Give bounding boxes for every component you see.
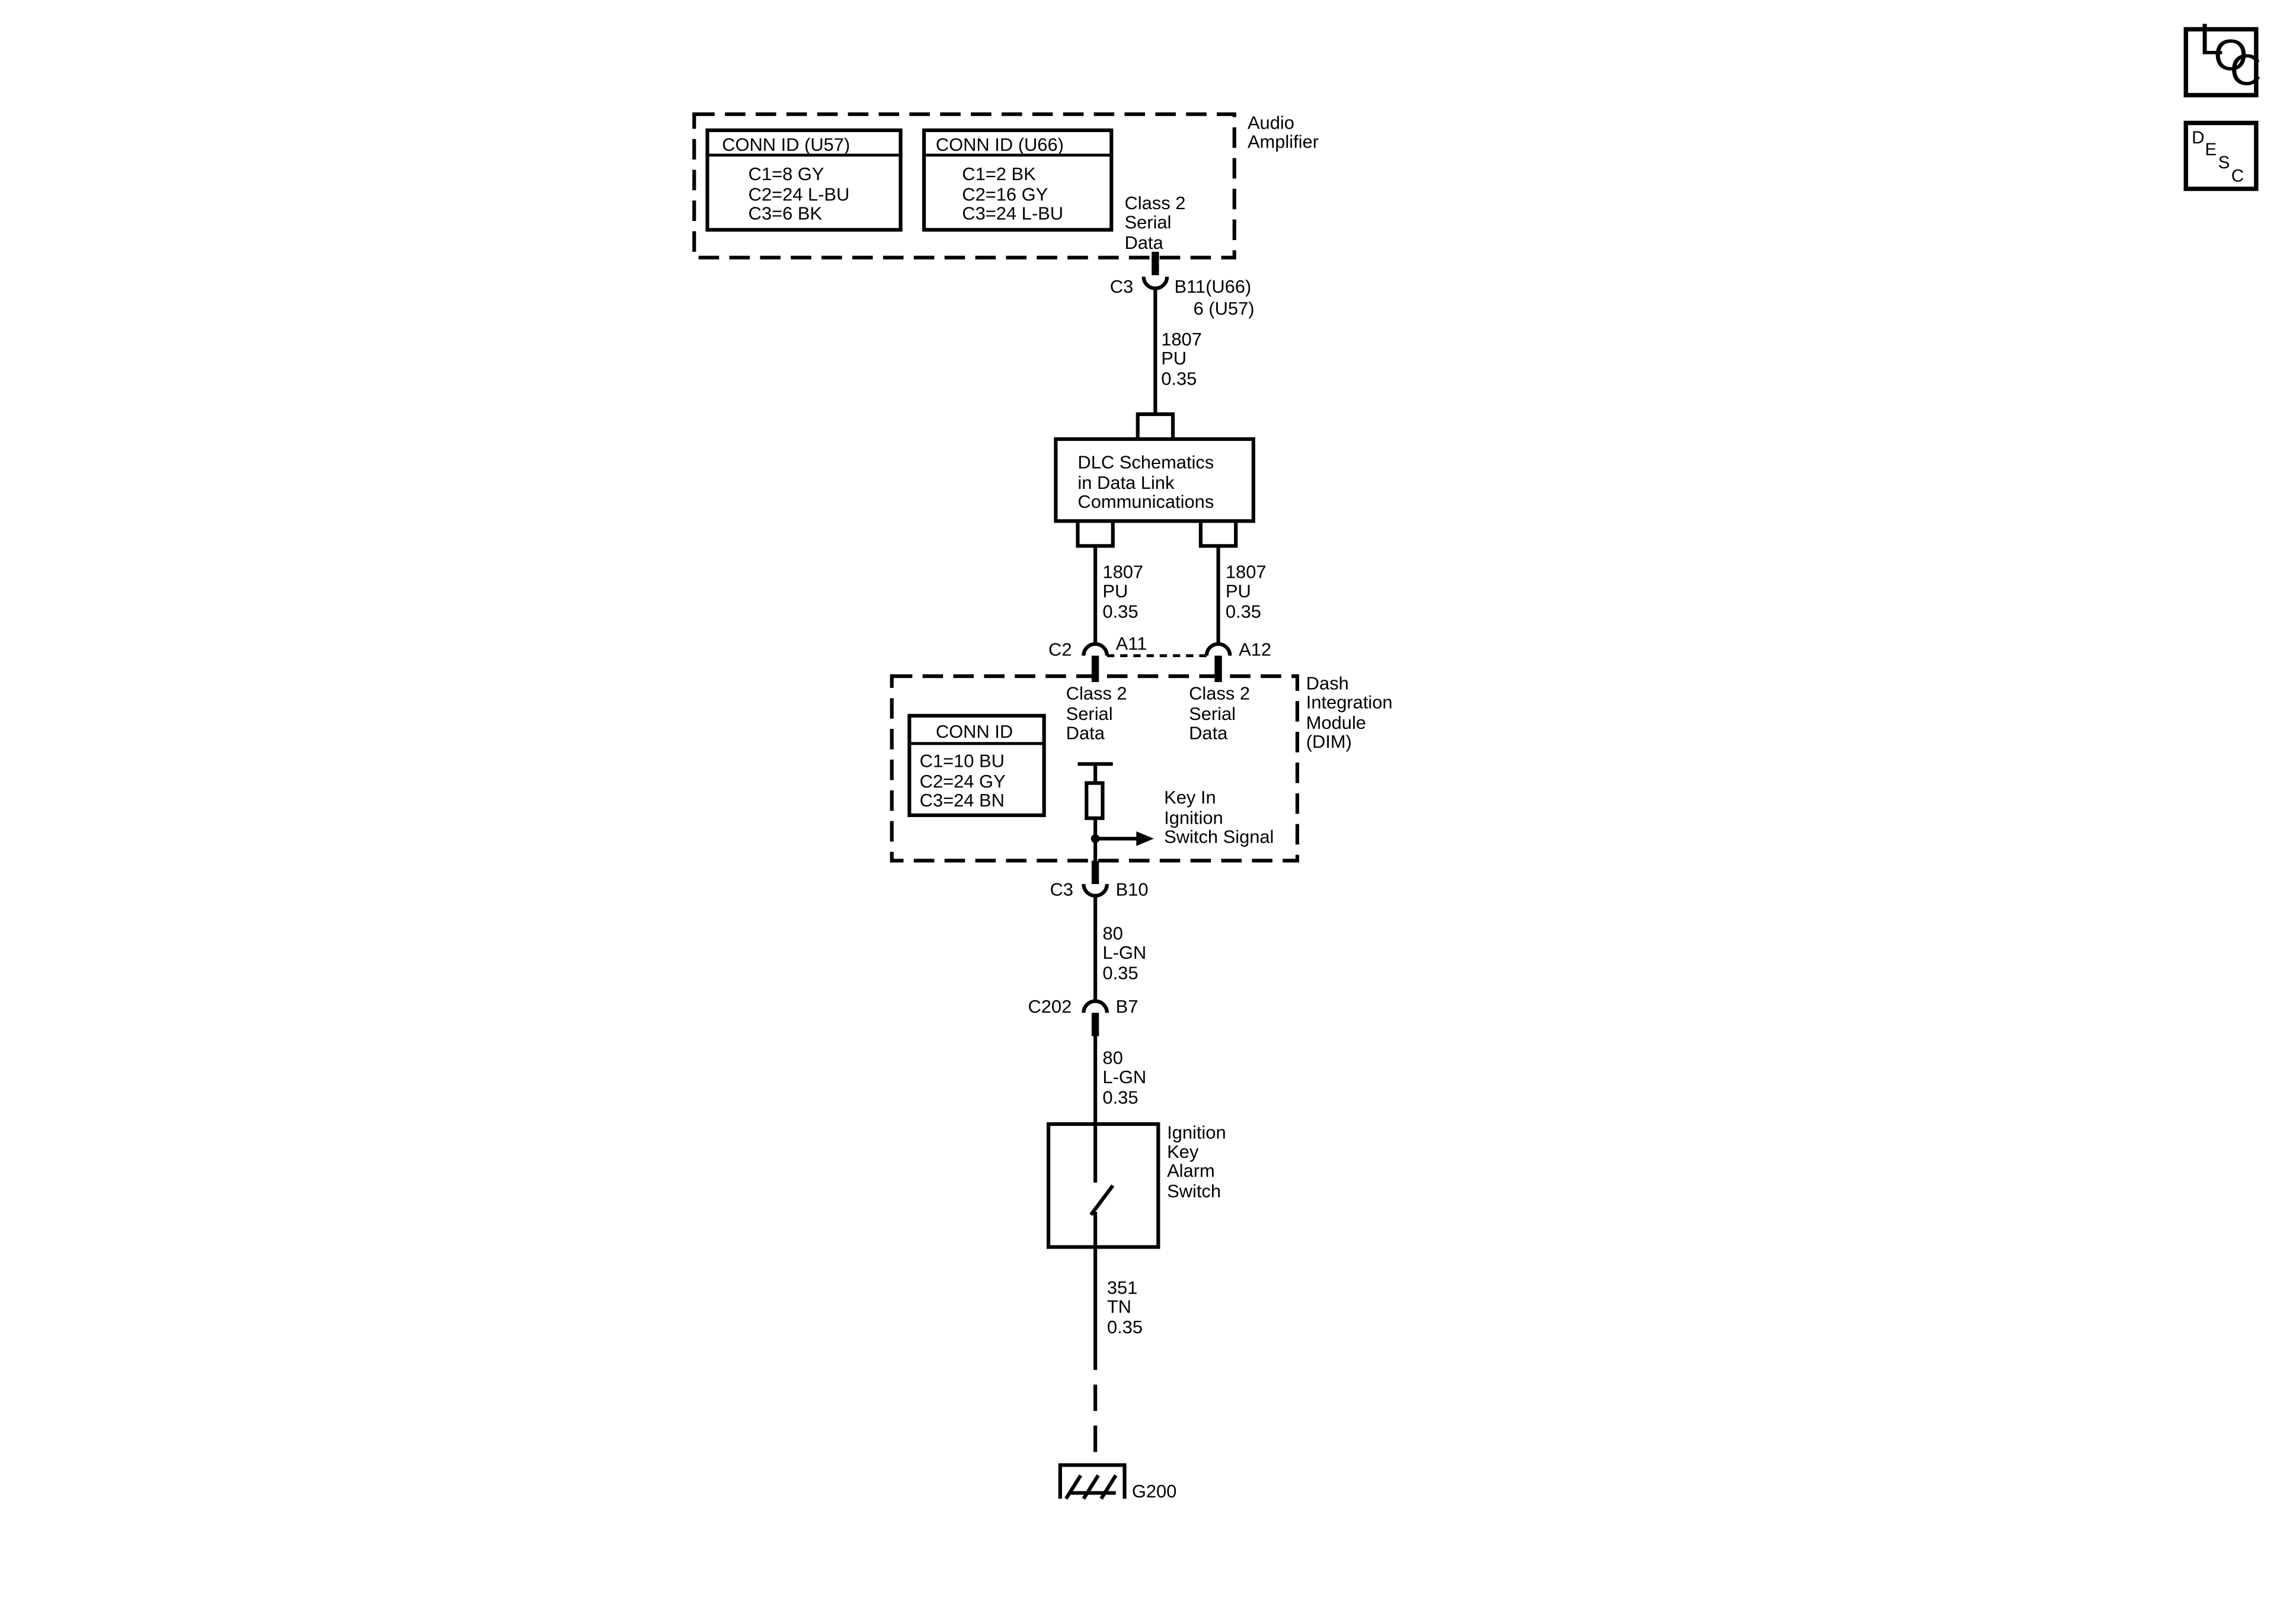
wire-label: 1807 xyxy=(1161,329,1202,350)
wire-label: 0.35 xyxy=(1102,601,1138,622)
dim-connector-c3: C3 B10 xyxy=(1050,860,1149,900)
conn-id-u66-line: C3=24 L-BU xyxy=(962,203,1063,224)
amp-signal-label: Serial xyxy=(1124,212,1171,232)
wire-label: 0.35 xyxy=(1161,369,1197,389)
wire-label: 0.35 xyxy=(1102,962,1138,983)
wire-80-lower: 80 L-GN 0.35 xyxy=(1093,1036,1146,1124)
svg-text:E: E xyxy=(2205,140,2217,159)
conn-id-u66-line: C2=16 GY xyxy=(962,184,1048,204)
dim-pin-label: A12 xyxy=(1239,639,1271,660)
svg-text:C: C xyxy=(2231,166,2244,185)
switch-label: Ignition xyxy=(1167,1122,1226,1143)
amp-signal-label: Data xyxy=(1124,232,1163,253)
wire-80-upper: 80 L-GN 0.35 xyxy=(1093,895,1146,1001)
wire-label: 0.35 xyxy=(1102,1087,1138,1108)
audio-amplifier-label-2: Amplifier xyxy=(1248,131,1319,152)
dlc-label: DLC Schematics xyxy=(1077,452,1214,472)
wire-label: 1807 xyxy=(1226,562,1267,582)
wire-label: L-GN xyxy=(1102,1067,1146,1087)
wire-label: 0.35 xyxy=(1107,1317,1143,1337)
key-in-pullup-circuit xyxy=(1077,762,1154,879)
dim-signal-right: Class 2 xyxy=(1189,683,1250,704)
wire-label: TN xyxy=(1107,1297,1131,1317)
amp-connector-pin: 6 (U57) xyxy=(1194,298,1255,319)
resistor-symbol xyxy=(1085,781,1105,820)
switch-label: Key xyxy=(1167,1141,1199,1162)
amp-connector-label: C3 xyxy=(1110,276,1133,297)
conn-id-u57-line: C1=8 GY xyxy=(749,164,824,184)
dlc-label: Communications xyxy=(1077,491,1214,512)
audio-amplifier-module: Audio Amplifier CONN ID (U57) C1=8 GY C2… xyxy=(692,112,1319,260)
dim-name-label: Module xyxy=(1306,712,1366,733)
conn-id-u66-title: CONN ID (U66) xyxy=(936,134,1064,155)
wire-1807-right: 1807 PU 0.35 xyxy=(1198,521,1267,644)
wire-351: 351 TN 0.35 xyxy=(1093,1247,1143,1457)
dim-signal-left: Serial xyxy=(1066,703,1113,724)
dim-conn-label: C2 xyxy=(1048,639,1072,660)
wire-1807-left: 1807 PU 0.35 xyxy=(1076,521,1143,644)
svg-text:D: D xyxy=(2192,128,2204,148)
wire-label: 80 xyxy=(1102,1048,1123,1068)
conn-id-u57-title: CONN ID (U57) xyxy=(722,134,850,155)
desc-button[interactable]: D E S C xyxy=(2183,120,2259,191)
ground-label: G200 xyxy=(1132,1481,1177,1502)
key-signal-label: Switch Signal xyxy=(1164,827,1274,847)
ground-g200: G200 xyxy=(1058,1463,1177,1502)
svg-text:L: L xyxy=(2199,14,2223,63)
dim-signal-right: Serial xyxy=(1189,703,1236,724)
dim-signal-left: Data xyxy=(1066,722,1105,743)
c202-pin-label: B7 xyxy=(1116,996,1139,1017)
conn-id-u66-box: CONN ID (U66) C1=2 BK C2=16 GY C3=24 L-B… xyxy=(922,128,1114,232)
dim-name-label: Integration xyxy=(1306,692,1393,712)
wire-label: 351 xyxy=(1107,1277,1138,1298)
ignition-key-alarm-switch[interactable]: Ignition Key Alarm Switch xyxy=(1046,1122,1226,1249)
connector-c202: C202 B7 xyxy=(1028,996,1138,1036)
dlc-label: in Data Link xyxy=(1077,472,1175,493)
wire-label: PU xyxy=(1161,348,1187,369)
dim-pin-label: A11 xyxy=(1116,633,1147,654)
wire-label: 1807 xyxy=(1102,562,1143,582)
conn-id-u57-line: C2=24 L-BU xyxy=(749,184,850,204)
dim-bottom-pin-label: B10 xyxy=(1116,879,1149,900)
conn-id-u66-line: C1=2 BK xyxy=(962,164,1036,184)
loc-button[interactable]: L O C xyxy=(2183,14,2262,98)
wire-label: PU xyxy=(1226,581,1251,601)
switch-contact-icon xyxy=(1089,1184,1115,1216)
svg-text:O: O xyxy=(2214,31,2248,80)
svg-text:C: C xyxy=(2230,45,2262,94)
dim-signal-right: Data xyxy=(1189,722,1228,743)
key-signal-label: Key In xyxy=(1164,787,1216,808)
wire-label: 80 xyxy=(1102,923,1123,944)
conn-id-u57-box: CONN ID (U57) C1=8 GY C2=24 L-BU C3=6 BK xyxy=(705,128,903,232)
amp-connector-c3: C3 B11(U66) 6 (U57) xyxy=(1110,251,1255,319)
svg-text:S: S xyxy=(2218,153,2230,172)
dim-bottom-conn-label: C3 xyxy=(1050,879,1073,900)
dim-conn-id-title: CONN ID xyxy=(936,721,1013,742)
amp-connector-pin: B11(U66) xyxy=(1174,276,1251,297)
key-signal-label: Ignition xyxy=(1164,808,1223,828)
conn-id-u57-line: C3=6 BK xyxy=(749,203,823,224)
switch-label: Switch xyxy=(1167,1180,1221,1201)
dim-conn-id-line: C2=24 GY xyxy=(920,771,1006,792)
ground-icon xyxy=(1064,1474,1082,1500)
audio-amplifier-label-1: Audio xyxy=(1248,112,1294,133)
dim-conn-id-line: C1=10 BU xyxy=(920,750,1005,771)
arrow-right-icon xyxy=(1136,831,1154,846)
wire-label: PU xyxy=(1102,581,1128,601)
c202-label: C202 xyxy=(1028,996,1072,1017)
dlc-schematics-box[interactable]: DLC Schematics in Data Link Communicatio… xyxy=(1054,437,1255,523)
amp-signal-label: Class 2 xyxy=(1124,193,1185,213)
switch-label: Alarm xyxy=(1167,1160,1215,1181)
wire-1807-top: 1807 PU 0.35 xyxy=(1136,288,1202,440)
dash-integration-module: Dash Integration Module (DIM) Class 2 Se… xyxy=(890,673,1393,879)
dim-signal-left: Class 2 xyxy=(1066,683,1127,704)
dim-name-label: Dash xyxy=(1306,673,1349,693)
dim-conn-id-box: CONN ID C1=10 BU C2=24 GY C3=24 BN xyxy=(907,713,1046,817)
wire-label: L-GN xyxy=(1102,942,1146,963)
dim-conn-id-line: C3=24 BN xyxy=(920,790,1005,811)
wire-label: 0.35 xyxy=(1226,601,1261,622)
dim-name-label: (DIM) xyxy=(1306,731,1352,752)
